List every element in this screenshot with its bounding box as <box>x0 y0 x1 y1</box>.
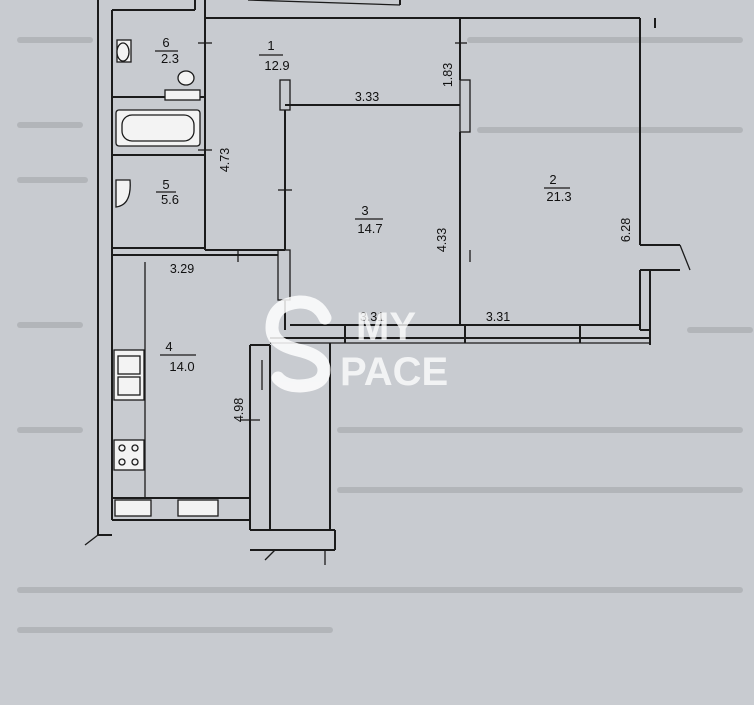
room-3-label: 3 14.7 <box>357 203 382 236</box>
dimension-label: 1.83 <box>441 63 455 87</box>
svg-text:21.3: 21.3 <box>546 189 571 204</box>
sink-icon <box>164 70 201 101</box>
dimension-label: 4.73 <box>218 148 232 172</box>
room-2-label: 2 21.3 <box>546 172 571 204</box>
svg-text:2.3: 2.3 <box>161 51 179 66</box>
walls <box>84 0 691 565</box>
svg-text:6: 6 <box>162 35 169 50</box>
svg-text:2: 2 <box>549 172 556 187</box>
svg-text:3: 3 <box>361 203 368 218</box>
svg-text:5: 5 <box>162 177 169 192</box>
dimension-label: 3.31 <box>360 310 384 324</box>
room-4-label: 4 14.0 <box>165 339 194 374</box>
svg-text:4: 4 <box>165 339 172 354</box>
faint-background-text <box>17 37 753 633</box>
dimension-label: 6.28 <box>619 218 633 242</box>
dimension-label: 4.98 <box>232 398 246 422</box>
room-5-label: 5 5.6 <box>161 177 179 207</box>
dimension-label: 3.29 <box>170 262 194 276</box>
room-6-label: 6 2.3 <box>161 35 179 66</box>
svg-text:1: 1 <box>267 38 274 53</box>
sink-icon <box>115 179 131 208</box>
svg-text:5.6: 5.6 <box>161 192 179 207</box>
dimension-label: 4.33 <box>435 228 449 252</box>
svg-text:14.0: 14.0 <box>169 359 194 374</box>
radiator-icon <box>114 499 219 517</box>
svg-text:14.7: 14.7 <box>357 221 382 236</box>
dimension-label: 3.31 <box>486 310 510 324</box>
watermark-logo-icon <box>265 295 332 393</box>
svg-text:12.9: 12.9 <box>264 58 289 73</box>
dimension-label: 3.33 <box>355 90 379 104</box>
room-1-label: 1 12.9 <box>264 38 289 73</box>
toilet-icon <box>116 39 132 63</box>
watermark-text-line1: MY <box>356 305 416 349</box>
watermark-text-line2: PACE <box>340 350 448 394</box>
stove-icon <box>113 439 145 471</box>
room-area-underlines <box>155 50 570 356</box>
kitchen-sink-icon <box>113 349 145 401</box>
bathtub-icon <box>115 109 201 147</box>
